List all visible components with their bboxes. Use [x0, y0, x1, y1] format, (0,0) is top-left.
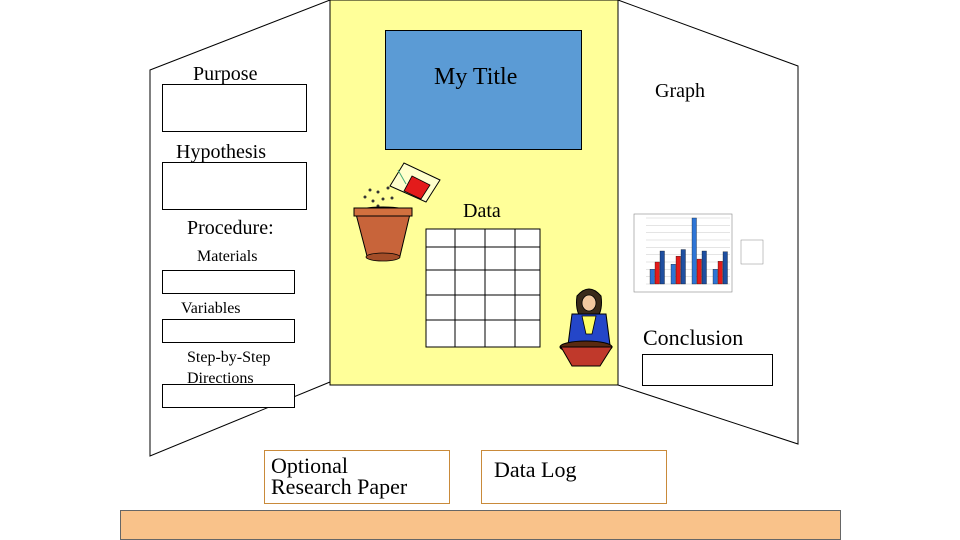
variables-box: [162, 319, 295, 343]
hypothesis-label: Hypothesis: [176, 141, 266, 163]
bottom-table-bar: [120, 510, 841, 540]
data-log-box: [481, 450, 667, 504]
steps-label-line2: Directions: [187, 370, 254, 387]
conclusion-label: Conclusion: [643, 325, 744, 350]
materials-box: [162, 270, 295, 294]
research-paper-line2: Research Paper: [271, 474, 408, 499]
steps-box: [162, 384, 295, 408]
research-paper-line1: Optional: [271, 453, 348, 478]
conclusion-box: [642, 354, 773, 386]
purpose-box: [162, 84, 307, 132]
data-label: Data: [463, 200, 501, 222]
hypothesis-box: [162, 162, 307, 210]
research-paper-box: Optional: [264, 450, 450, 504]
procedure-label: Procedure:: [187, 217, 274, 239]
graph-label: Graph: [655, 80, 705, 102]
materials-label: Materials: [197, 248, 258, 265]
data-log-label: Data Log: [494, 457, 577, 482]
title-box: [385, 30, 582, 150]
title-label: My Title: [434, 64, 518, 90]
purpose-label: Purpose: [193, 63, 258, 85]
steps-label-line1: Step-by-Step: [187, 349, 271, 366]
variables-label: Variables: [181, 300, 241, 317]
